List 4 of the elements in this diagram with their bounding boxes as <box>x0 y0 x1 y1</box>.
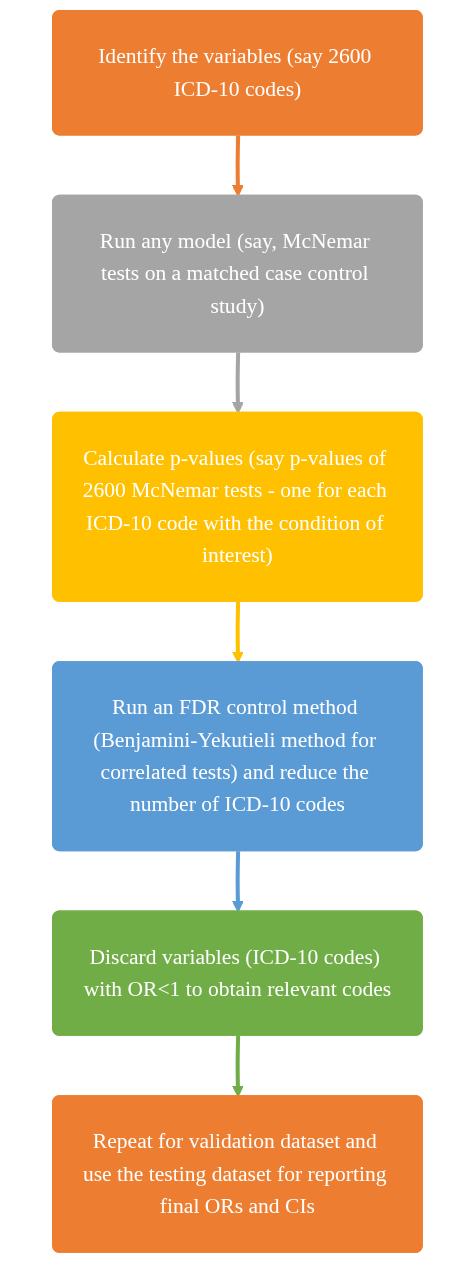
arrow <box>231 601 244 663</box>
arrow <box>231 135 244 197</box>
arrow <box>231 352 244 414</box>
arrow <box>231 851 244 913</box>
